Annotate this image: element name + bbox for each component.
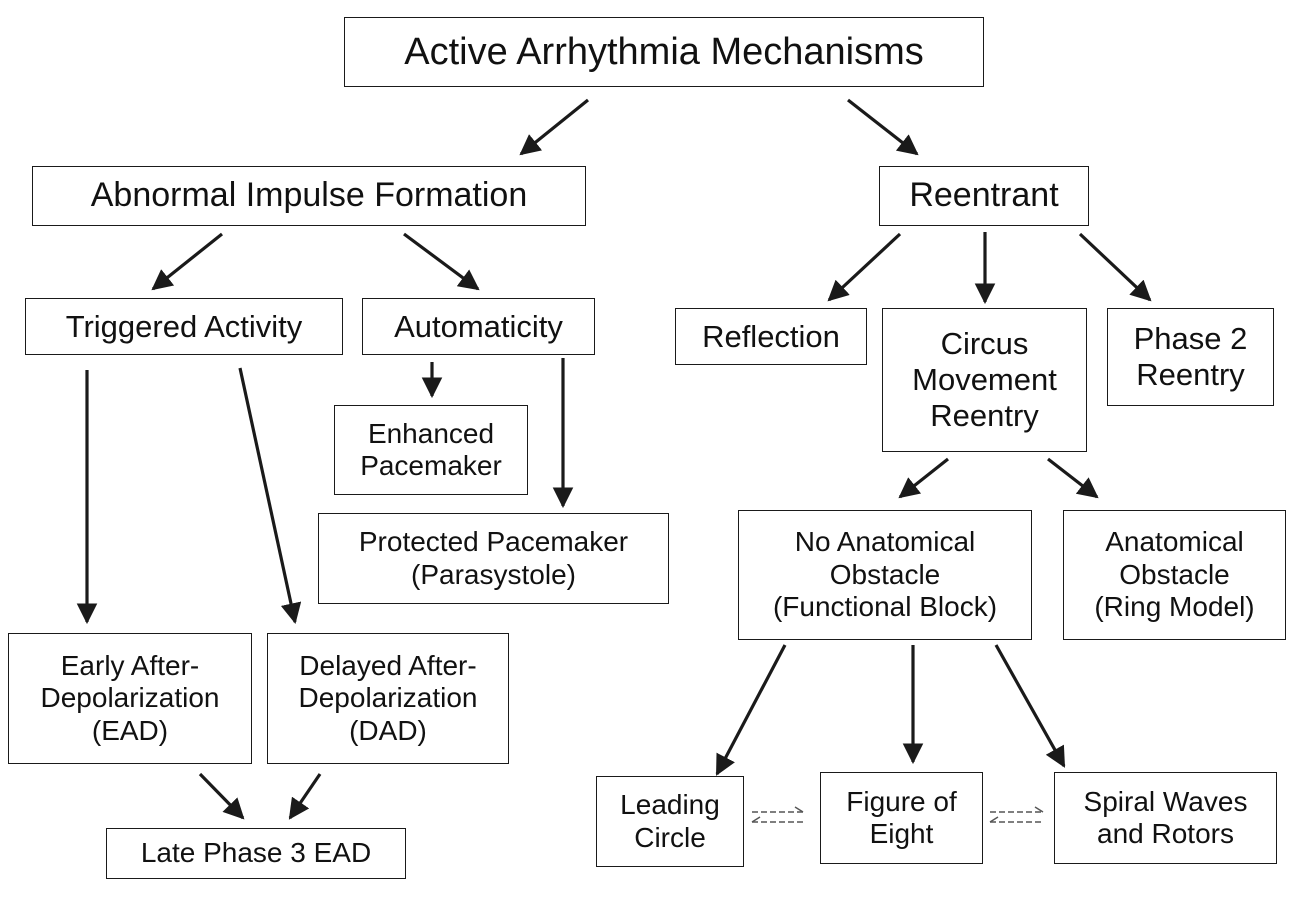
node-leading-circle: Leading Circle [596,776,744,867]
arrow-noanatomical-spiral [994,644,1066,768]
node-figure-of-eight: Figure of Eight [820,772,983,864]
arrow-reentrant-phase2 [1078,232,1152,302]
node-reentrant: Reentrant [879,166,1089,226]
arrow-reentrant-reflection [827,232,902,302]
node-no-anatomical-obstacle: No Anatomical Obstacle (Functional Block… [738,510,1032,640]
node-abnormal-impulse-formation: Abnormal Impulse Formation [32,166,586,226]
node-title: Active Arrhythmia Mechanisms [344,17,984,87]
bidirectional-dashed-arrows [751,806,1044,823]
arrow-ead-late [198,772,245,820]
arrow-circus-noanatomical [898,457,949,499]
node-anatomical-obstacle: Anatomical Obstacle (Ring Model) [1063,510,1286,640]
arrow-abnormal-triggered [151,232,223,291]
node-late-phase-3-ead: Late Phase 3 EAD [106,828,406,879]
node-reflection: Reflection [675,308,867,365]
arrow-abnormal-automaticity [403,232,480,291]
node-phase-2-reentry: Phase 2 Reentry [1107,308,1274,406]
arrow-circus-anatomical [1047,457,1099,499]
node-automaticity: Automaticity [362,298,595,355]
arrow-title-reentrant [847,98,919,156]
arrow-noanatomical-leading [715,644,787,776]
arrow-title-abnormal [519,98,590,156]
node-delayed-after-depolarization: Delayed After- Depolarization (DAD) [267,633,509,764]
node-protected-pacemaker: Protected Pacemaker (Parasystole) [318,513,669,604]
node-spiral-waves-rotors: Spiral Waves and Rotors [1054,772,1277,864]
node-circus-movement-reentry: Circus Movement Reentry [882,308,1087,452]
node-enhanced-pacemaker: Enhanced Pacemaker [334,405,528,495]
node-early-after-depolarization: Early After- Depolarization (EAD) [8,633,252,764]
node-triggered-activity: Triggered Activity [25,298,343,355]
arrow-dad-late [288,773,322,820]
arrow-triggered-dad [238,367,302,625]
